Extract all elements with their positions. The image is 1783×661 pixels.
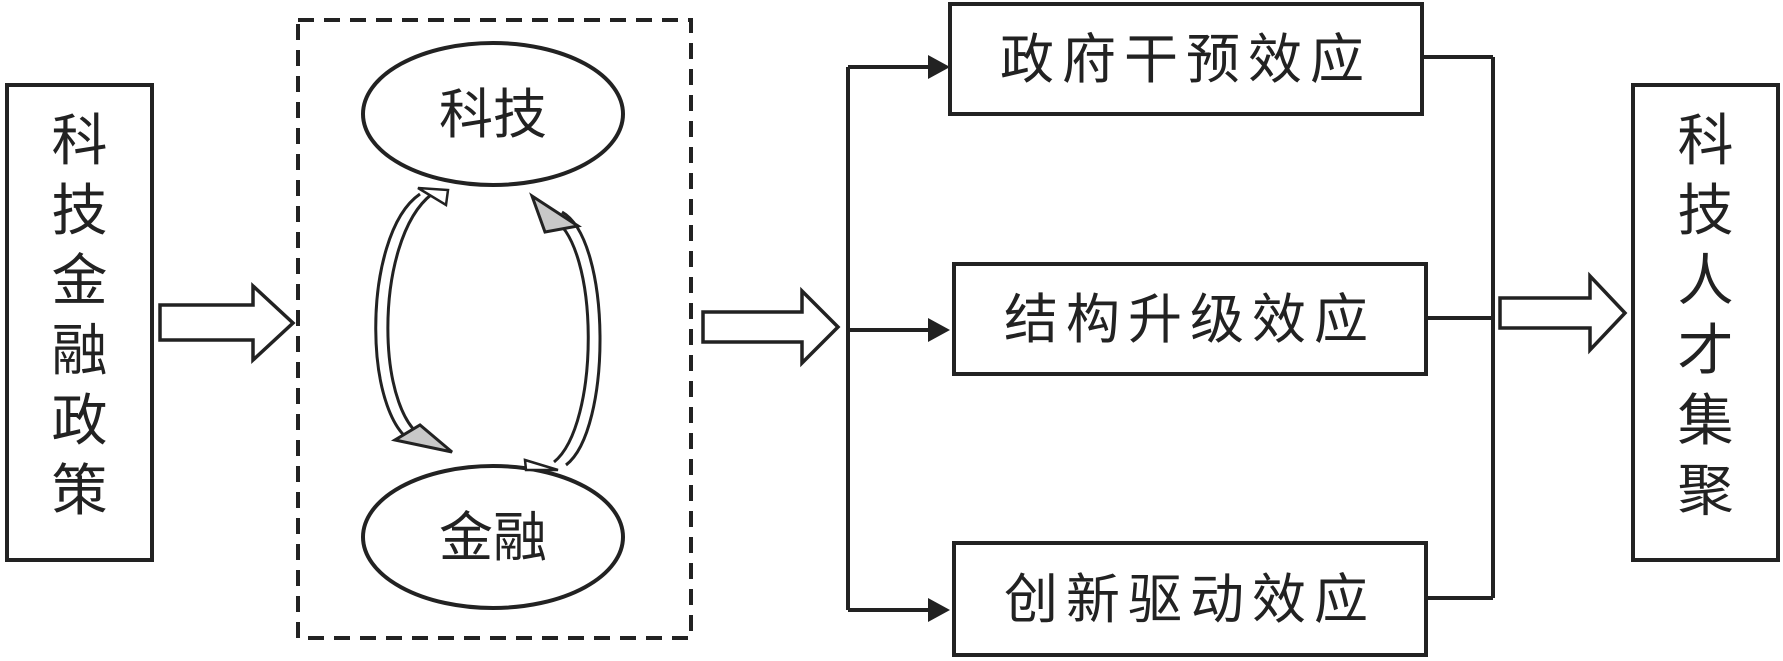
output-talent-box: 科 技 人 才 集 聚 xyxy=(1631,83,1780,562)
effect-box: 结构升级效应 xyxy=(952,262,1428,376)
arrowhead-icon xyxy=(928,55,950,79)
hollow-arrow-right-icon xyxy=(1498,271,1628,355)
finance-node xyxy=(361,464,625,610)
output-char: 科 xyxy=(1678,109,1734,174)
input-policy-box: 科 技 金 融 政 策 xyxy=(5,83,154,562)
effect-box: 创新驱动效应 xyxy=(952,541,1428,657)
hollow-arrow-right-icon xyxy=(158,281,296,365)
merge-connector xyxy=(1422,55,1495,600)
output-char: 聚 xyxy=(1678,459,1734,524)
effect-box: 政府干预效应 xyxy=(948,2,1424,116)
input-char: 技 xyxy=(52,179,108,244)
output-char: 集 xyxy=(1678,389,1734,454)
arrowhead-icon xyxy=(928,598,950,622)
input-char: 融 xyxy=(52,319,108,384)
curved-arrow-up-icon xyxy=(523,192,602,472)
interaction-group: 科技 金融 xyxy=(296,18,693,640)
effect-label: 创新驱动效应 xyxy=(1004,568,1376,631)
hollow-arrow-right-icon xyxy=(701,286,841,368)
effect-label: 结构升级效应 xyxy=(1004,288,1376,351)
output-char: 技 xyxy=(1678,179,1734,244)
arrowhead-icon xyxy=(928,318,950,342)
curved-arrow-down-icon xyxy=(374,186,453,454)
input-char: 金 xyxy=(52,249,108,314)
tech-node-label: 科技 xyxy=(439,83,547,146)
effect-label: 政府干预效应 xyxy=(1000,28,1372,91)
input-char: 政 xyxy=(52,389,108,454)
output-char: 才 xyxy=(1678,319,1734,384)
input-char: 策 xyxy=(52,459,108,524)
finance-node-label: 金融 xyxy=(439,506,547,569)
branch-connector xyxy=(846,65,928,612)
input-char: 科 xyxy=(52,109,108,174)
output-char: 人 xyxy=(1678,249,1734,314)
tech-node xyxy=(361,41,625,187)
